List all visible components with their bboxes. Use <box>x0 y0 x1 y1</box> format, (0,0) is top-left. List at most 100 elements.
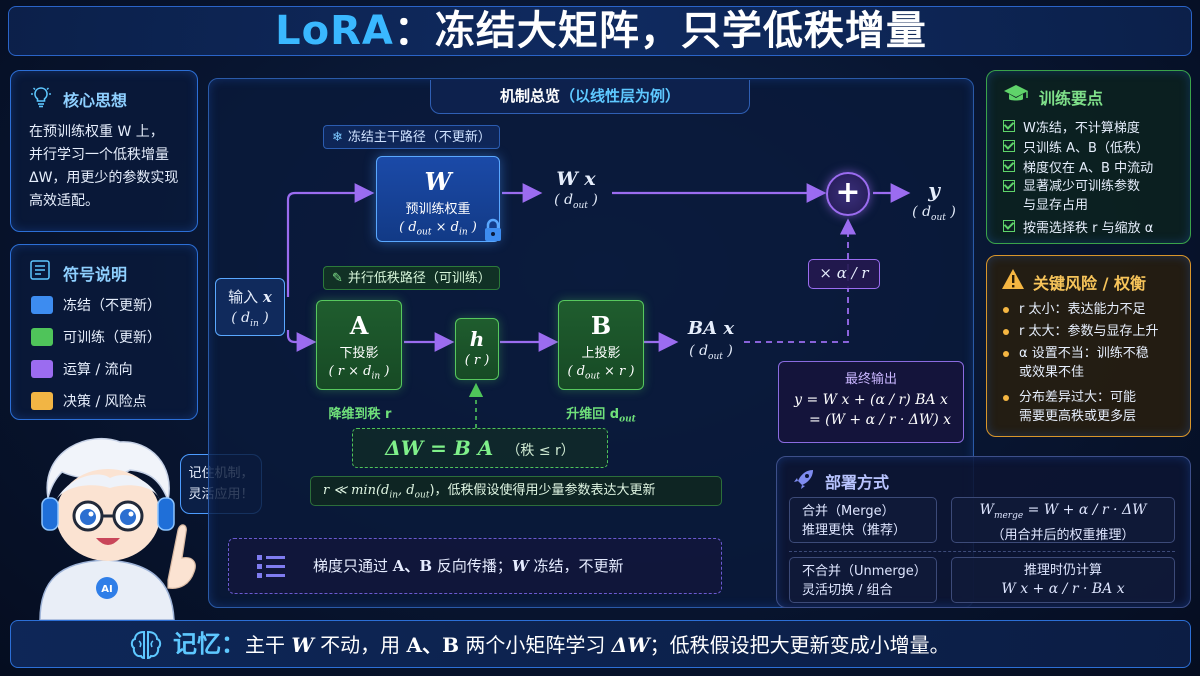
arrow-input-to-W <box>286 183 375 297</box>
deploy-unmerge-formula: 推理时仍计算 W x + α / r · BA x <box>951 557 1175 603</box>
core-idea-text: 在预训练权重 W 上， 并行学习一个低秩增量 ΔW，用更少的参数实现 高效适配。 <box>29 121 178 213</box>
mechanism-subtitle: （以线性层为例） <box>560 87 681 105</box>
label-BAx-dim: ( dout ) <box>689 343 733 362</box>
input-label: 输入 x <box>228 288 272 306</box>
training-panel: 训练要点 W冻结，不计算梯度 只训练 A、B（低秩） 梯度仅在 A、B 中流动 … <box>986 70 1191 244</box>
raise-caption: 升维回 dout <box>566 407 636 425</box>
lowrank-path-tag: ✎并行低秩路径（可训练） <box>323 266 500 290</box>
node-h-name: h <box>469 327 485 351</box>
risk-item-3: α 设置不当：训练不稳或效果不佳 <box>1003 344 1149 382</box>
memory-text: 记忆：主干 W 不动，用 A、B 两个小矩阵学习 ΔW；低秩假设把大更新变成小增… <box>173 630 950 658</box>
legend-item-trainable: 可训练（更新） <box>31 327 161 347</box>
legend-swatch-operation <box>31 360 53 378</box>
graduation-cap-icon <box>1004 85 1028 101</box>
training-item-2: 只训练 A、B（低秩） <box>1003 137 1149 156</box>
legend-swatch-frozen <box>31 296 53 314</box>
deploy-merge-cell: 合并（Merge） 推理更快（推荐） <box>789 497 937 543</box>
core-line-4: 高效适配。 <box>29 193 99 209</box>
snowflake-icon: ❄ <box>332 130 343 145</box>
node-W-dim: ( dout × din ) <box>399 220 477 238</box>
label-Wx: W x ( dout ) <box>540 168 612 211</box>
page-title: LoRA：冻结大矩阵，只学低秩增量 <box>9 7 1193 57</box>
label-y: y ( dout ) <box>904 178 964 223</box>
warning-icon <box>1002 269 1024 289</box>
label-Wx-dim: ( dout ) <box>554 192 598 211</box>
node-B-dim: ( dout × r ) <box>567 364 635 382</box>
risk-item-2: r 太大：参数与显存上升 <box>1003 322 1158 341</box>
legend-label-risk: 决策 / 风险点 <box>63 394 147 410</box>
final-output-line-1: y = W x + (α / r) BA x <box>794 392 948 408</box>
rocket-icon <box>794 470 813 489</box>
training-title: 训练要点 <box>1039 89 1104 108</box>
legend-panel: 符号说明 冻结（不更新） 可训练（更新） 运算 / 流向 决策 / 风险点 <box>10 244 198 420</box>
label-y-name: y <box>928 178 940 202</box>
label-BAx-name: BA x <box>687 318 735 339</box>
core-line-3: ΔW，用更少的参数实现 <box>29 170 179 186</box>
training-item-4: 显著减少可训练参数与显存占用 <box>1003 177 1140 215</box>
deploy-merge-formula: Wmerge = W + α / r · ΔW （用合并后的权重推理） <box>951 497 1175 543</box>
arrow-input-to-A <box>286 330 317 352</box>
legend-title: 符号说明 <box>63 265 128 284</box>
risks-panel: 关键风险 / 权衡 r 太小：表达能力不足 r 太大：参数与显存上升 α 设置不… <box>986 255 1191 437</box>
risks-title: 关键风险 / 权衡 <box>1033 274 1146 293</box>
legend-item-risk: 决策 / 风险点 <box>31 391 147 411</box>
risk-item-1: r 太小：表达能力不足 <box>1003 300 1145 319</box>
label-BAx: BA x ( dout ) <box>676 318 746 362</box>
node-h-dim: ( r ) <box>464 353 490 368</box>
training-item-5: 按需选择秩 r 与缩放 α <box>1003 217 1153 236</box>
title-lora: LoRA <box>275 8 394 54</box>
scale-box: × α / r <box>808 259 880 289</box>
list-bullet-icon <box>257 555 285 578</box>
legend-swatch-trainable <box>31 328 53 346</box>
legend-label-operation: 运算 / 流向 <box>63 362 133 378</box>
lowrank-note: r ≪ min(din, dout)，低秩假设使得用少量参数表达大更新 <box>310 476 722 506</box>
deploy-title: 部署方式 <box>825 473 890 492</box>
legend-item-frozen: 冻结（不更新） <box>31 295 161 315</box>
node-A-name: A <box>349 311 369 340</box>
gradient-note-text: 梯度只通过 A、B 反向传播；W 冻结，不更新 <box>313 557 624 575</box>
node-W-name: W <box>424 167 452 196</box>
node-B-desc: 上投影 <box>581 346 621 361</box>
label-y-dim: ( dout ) <box>912 204 956 223</box>
memory-label: 记忆： <box>173 630 245 658</box>
list-icon <box>30 260 50 280</box>
edit-icon: ✎ <box>332 271 343 286</box>
brain-icon <box>130 630 162 660</box>
final-output-title: 最终输出 <box>844 372 897 387</box>
core-line-2: 并行学习一个低秩增量 <box>29 147 169 163</box>
node-A-dim: ( r × din ) <box>328 364 390 382</box>
delta-w-box: ΔW = B A （秩 ≤ r） <box>352 428 608 468</box>
final-output-box: 最终输出 y = W x + (α / r) BA x = (W + α / r… <box>778 361 964 443</box>
arrow-BAx-to-plus <box>744 218 857 343</box>
delta-w-note: （秩 ≤ r） <box>506 443 575 459</box>
legend-swatch-risk <box>31 392 53 410</box>
node-A: A 下投影 ( r × din ) <box>316 300 402 390</box>
label-Wx-name: W x <box>556 168 596 190</box>
legend-label-trainable: 可训练（更新） <box>63 330 161 346</box>
mascot-illustration: AI <box>39 437 196 620</box>
title-bar: LoRA：冻结大矩阵，只学低秩增量 <box>8 6 1192 56</box>
title-rest: ：冻结大矩阵，只学低秩增量 <box>393 8 927 54</box>
lightbulb-icon <box>31 87 51 108</box>
node-B: B 上投影 ( dout × r ) <box>558 300 644 390</box>
input-dim: ( din ) <box>231 310 269 329</box>
mechanism-header: 机制总览（以线性层为例） <box>430 80 750 114</box>
final-output-line-2: = (W + α / r · ΔW) x <box>808 412 952 428</box>
gradient-note: 梯度只通过 A、B 反向传播；W 冻结，不更新 <box>228 538 722 594</box>
risk-item-4: 分布差异过大：可能需要更高秩或更多层 <box>1003 388 1136 426</box>
legend-label-frozen: 冻结（不更新） <box>63 298 161 314</box>
mechanism-title: 机制总览 <box>499 87 560 105</box>
plus-symbol: + <box>835 175 861 210</box>
delta-w-formula: ΔW = B A <box>385 436 494 460</box>
scale-label: × α / r <box>819 264 869 282</box>
core-line-1: 在预训练权重 W 上， <box>29 124 164 140</box>
memory-bar: 记忆：主干 W 不动，用 A、B 两个小矩阵学习 ΔW；低秩假设把大更新变成小增… <box>10 620 1191 668</box>
deploy-divider <box>789 551 1175 552</box>
input-box: 输入 x ( din ) <box>215 278 285 336</box>
mascot-badge: AI <box>101 584 112 595</box>
node-W: W 预训练权重 ( dout × din ) <box>376 156 500 242</box>
legend-item-operation: 运算 / 流向 <box>31 359 133 379</box>
deploy-unmerge-cell: 不合并（Unmerge） 灵活切换 / 组合 <box>789 557 937 603</box>
training-item-1: W冻结，不计算梯度 <box>1003 117 1140 136</box>
